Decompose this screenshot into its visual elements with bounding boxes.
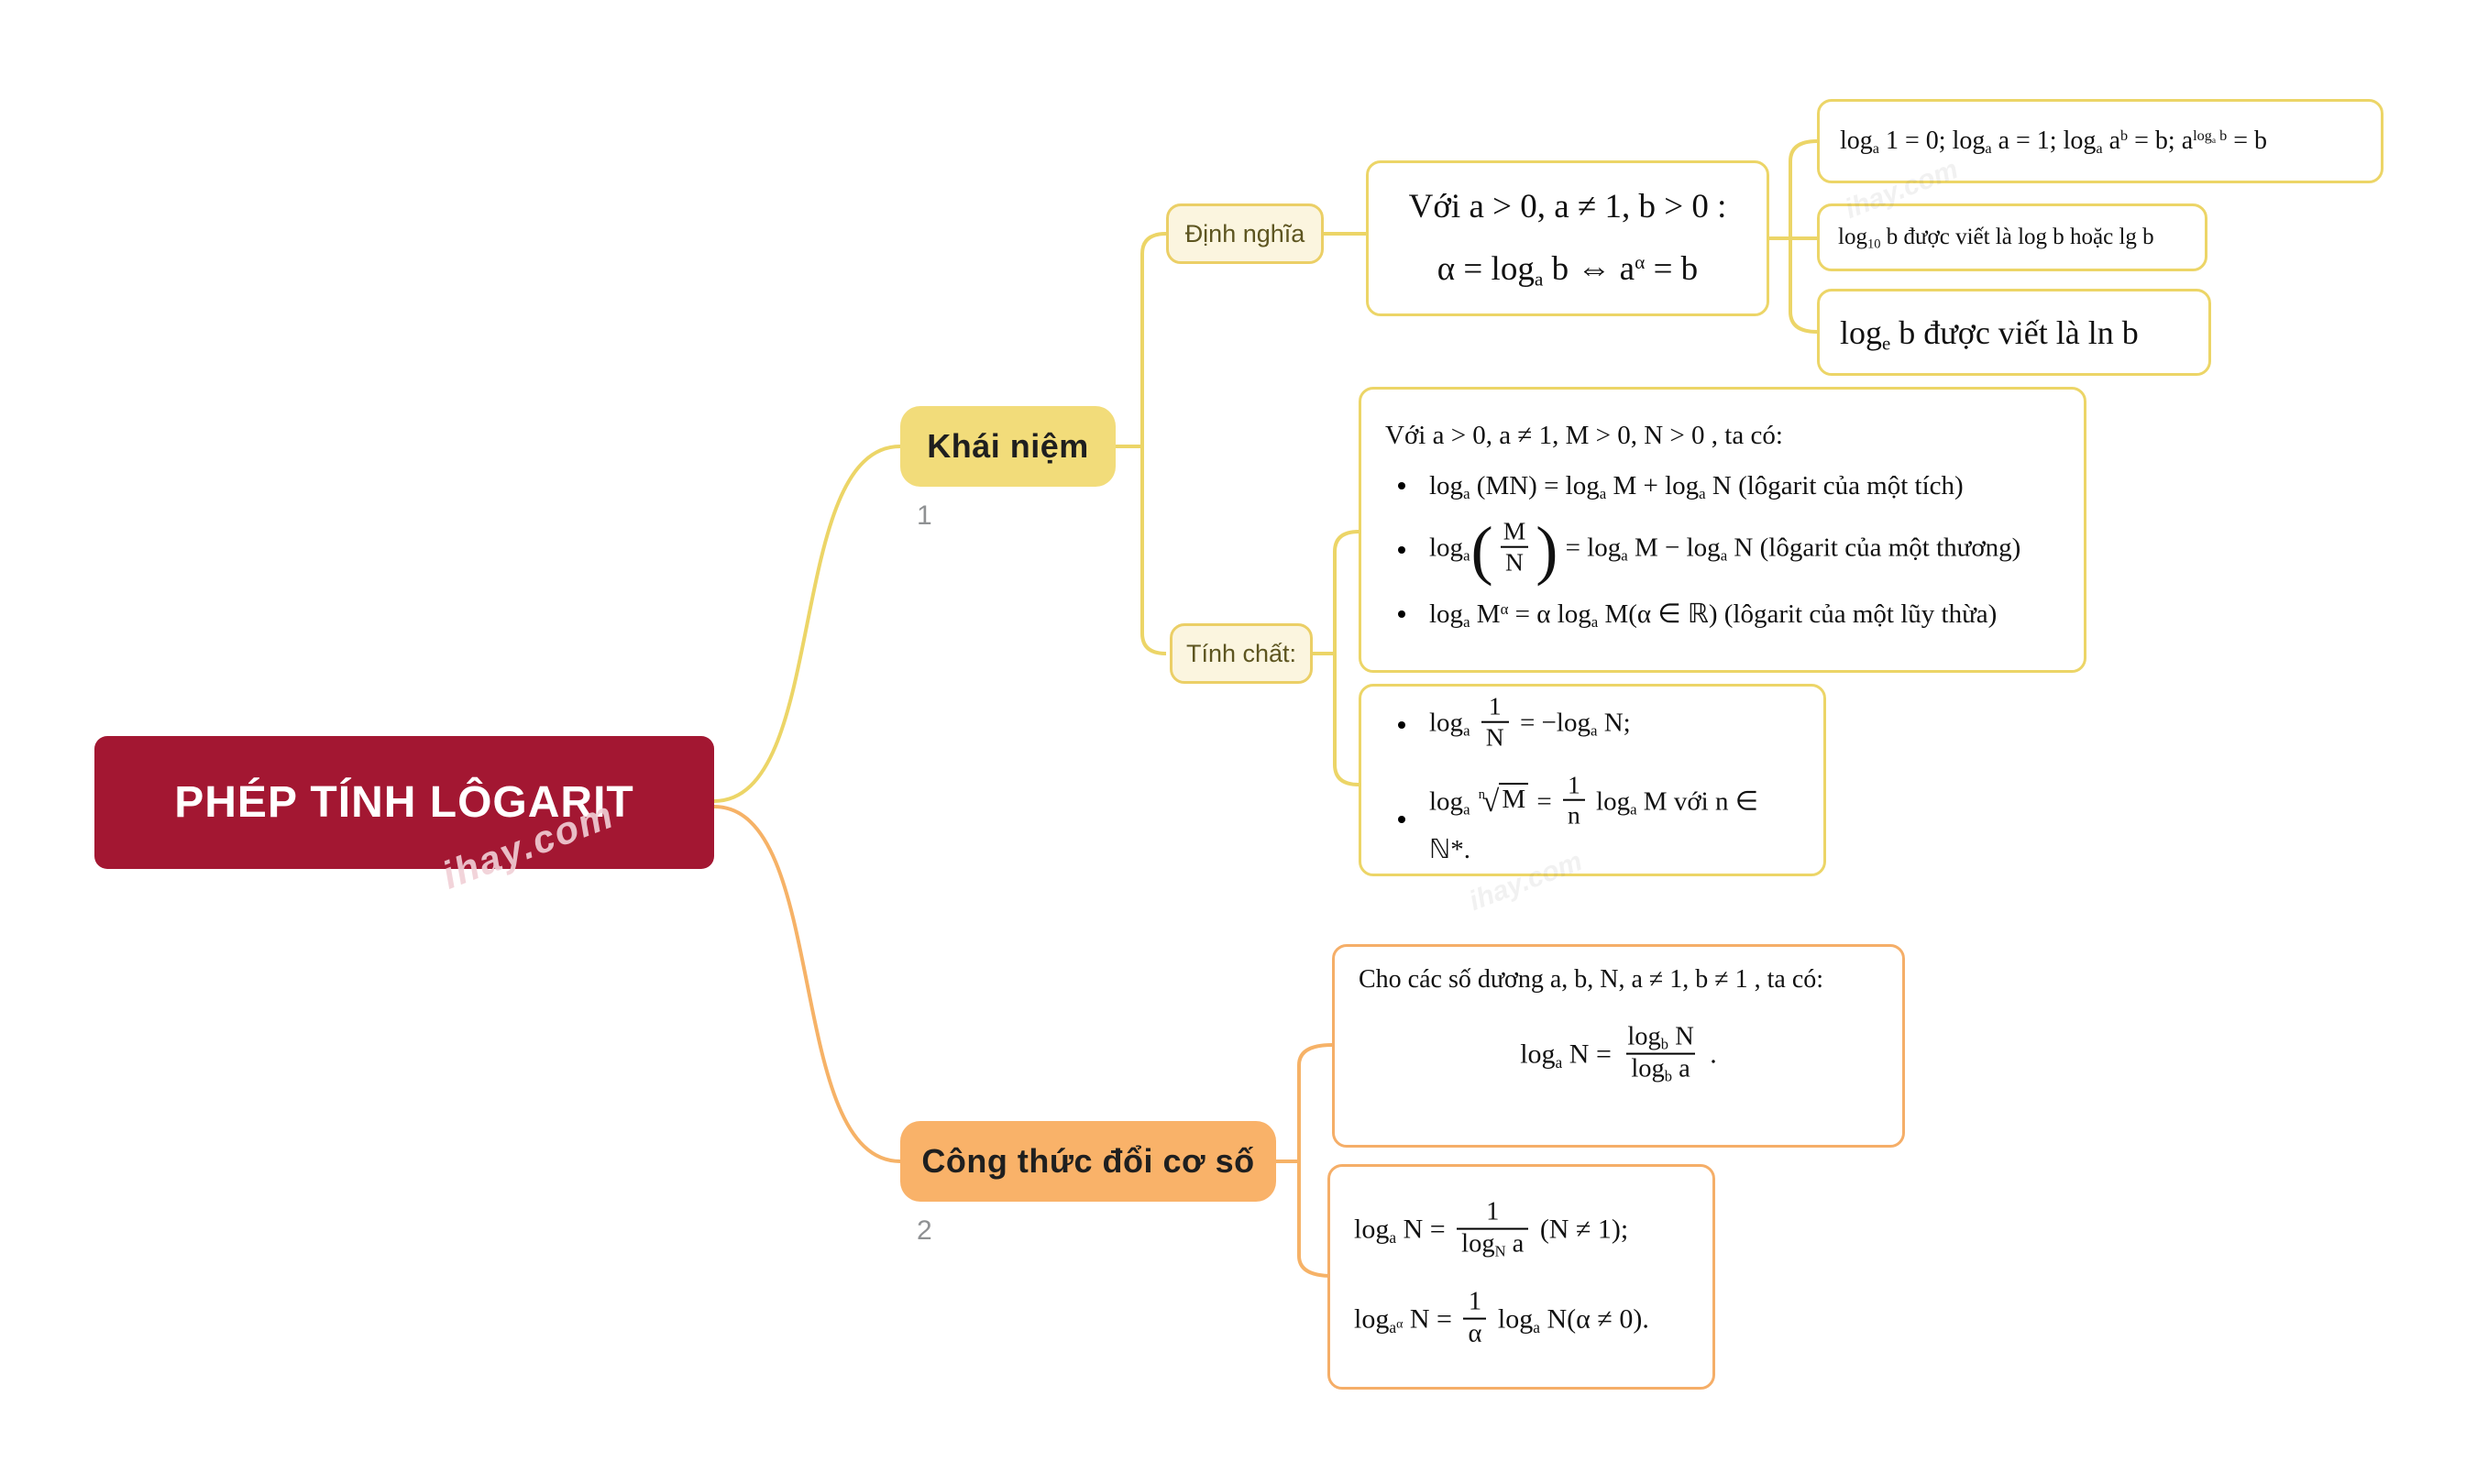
branch-node-cong-thuc-doi-co-so[interactable]: Công thức đổi cơ số [900, 1121, 1276, 1202]
root-node-label: PHÉP TÍNH LÔGARIT [174, 778, 634, 827]
subnode-dinh-nghia-label: Định nghĩa [1184, 219, 1305, 247]
bullet-icon [1398, 815, 1405, 823]
formula-box-properties[interactable]: Với a > 0, a ≠ 1, M > 0, N > 0 , ta có: … [1359, 387, 2086, 673]
change-of-base-header: Cho các số dương a, b, N, a ≠ 1, b ≠ 1 ,… [1359, 965, 1824, 994]
log10-notation-formula: log10 b được viết là log b hoặc lg b [1838, 225, 2154, 252]
connector-trunk-khainiem-children [1140, 232, 1167, 655]
branch-index-2: 2 [917, 1215, 932, 1246]
subnode-tinh-chat-label: Tính chất: [1185, 639, 1297, 667]
connector-trunk-tinhchat-children [1333, 530, 1360, 786]
connector-trunk-congthuc-children [1297, 1043, 1333, 1278]
connector-root-khainiem [713, 445, 901, 803]
property-power-rule: loga Mα = α loga M(α ∈ ℝ) (lôgarit của m… [1385, 598, 2060, 630]
bullet-icon [1398, 482, 1405, 490]
formula-box-ln-notation[interactable]: loge b được viết là ln b [1817, 289, 2211, 376]
bullet-icon [1398, 545, 1405, 554]
connector-root-congthuc [713, 805, 901, 1163]
property-product-rule: loga (MN) = loga M + loga N (lôgarit của… [1385, 471, 2060, 501]
formula-box-definition[interactable]: Với a > 0, a ≠ 1, b > 0 : α = loga b ⇔ a… [1366, 160, 1769, 316]
ln-notation-formula: loge b được viết là ln b [1840, 313, 2139, 354]
root-node-phep-tinh-logarit[interactable]: PHÉP TÍNH LÔGARIT [94, 736, 714, 869]
properties-header: Với a > 0, a ≠ 1, M > 0, N > 0 , ta có: [1385, 420, 1783, 450]
branch-node-khai-niem[interactable]: Khái niệm [900, 406, 1116, 487]
bullet-icon [1398, 720, 1405, 729]
branch-cong-thuc-label: Công thức đổi cơ số [921, 1142, 1255, 1180]
subnode-dinh-nghia[interactable]: Định nghĩa [1166, 203, 1324, 264]
subnode-tinh-chat[interactable]: Tính chất: [1170, 623, 1313, 684]
basic-identities-formula: loga 1 = 0; loga a = 1; loga ab = b; alo… [1840, 126, 2268, 157]
definition-condition: Với a > 0, a ≠ 1, b > 0 : [1408, 187, 1727, 225]
formula-box-log10-notation[interactable]: log10 b được viết là log b hoặc lg b [1817, 203, 2207, 271]
bullet-icon [1398, 610, 1405, 618]
connector-trunk-defbox-children [1789, 139, 1818, 334]
formula-box-change-of-base[interactable]: Cho các số dương a, b, N, a ≠ 1, b ≠ 1 ,… [1332, 944, 1905, 1148]
formula-box-basic-identities[interactable]: loga 1 = 0; loga a = 1; loga ab = b; alo… [1817, 99, 2383, 183]
definition-formula: α = loga b ⇔ aα = b [1437, 250, 1699, 291]
branch-khai-niem-label: Khái niệm [927, 427, 1089, 465]
branch-index-1: 1 [917, 500, 932, 531]
